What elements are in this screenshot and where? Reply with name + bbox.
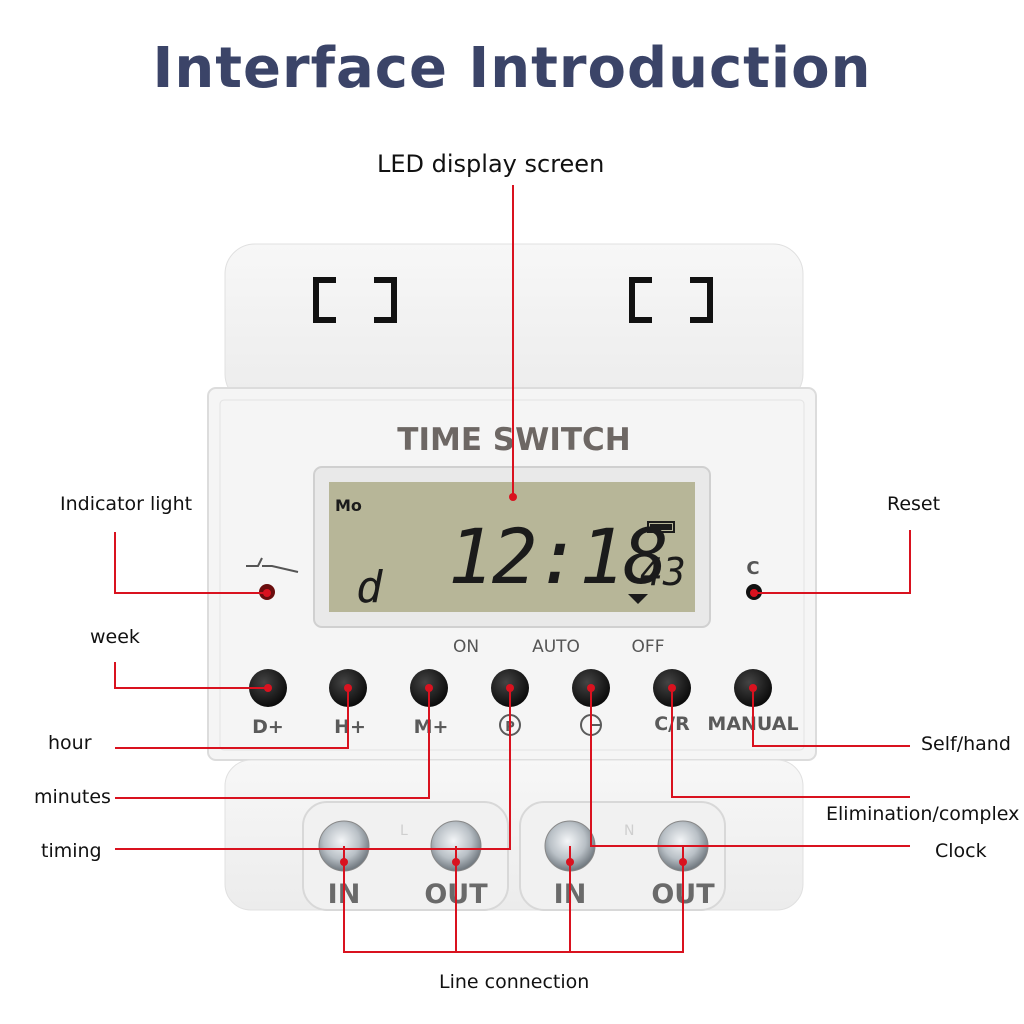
leader-minutes	[115, 688, 430, 799]
relay-icon	[246, 557, 299, 573]
leader-hour	[115, 688, 349, 749]
day-plus-label: D+	[252, 716, 284, 738]
callout-week: week	[90, 626, 140, 648]
mode-auto-label: AUTO	[532, 637, 580, 657]
arrow-down-icon	[628, 594, 648, 604]
leader-dots	[263, 493, 758, 866]
screw-terminals	[318, 820, 709, 872]
terminal-group-l: L	[400, 823, 408, 839]
callout-self-hand: Self/hand	[921, 733, 1011, 755]
callout-lcd: LED display screen	[377, 150, 605, 178]
reset-label: C	[746, 558, 759, 579]
callout-hour: hour	[48, 732, 92, 754]
callout-timing: timing	[41, 840, 102, 862]
leader-clock	[590, 688, 910, 847]
terminal-group-n: N	[624, 823, 634, 839]
leader-elimination	[671, 688, 910, 798]
mount-clip-right	[629, 277, 713, 323]
callout-indicator: Indicator light	[60, 493, 193, 515]
page-title: Interface Introduction	[152, 36, 872, 101]
lcd-seconds: 43	[640, 550, 686, 594]
leader-week	[114, 662, 268, 689]
mount-clip-left	[313, 277, 397, 323]
callout-line-connection: Line connection	[439, 971, 590, 993]
callout-elimination: Elimination/complex	[826, 803, 1020, 825]
leader-reset	[754, 530, 911, 594]
battery-icon	[647, 521, 675, 533]
leader-lines	[114, 185, 911, 953]
leader-indicator	[114, 532, 267, 594]
callout-clock: Clock	[935, 840, 987, 862]
callout-reset: Reset	[887, 493, 941, 515]
leader-self-hand	[752, 688, 910, 747]
minute-plus-label: M+	[414, 716, 449, 738]
leader-timing	[115, 688, 511, 850]
lcd-sub-indicator: d	[356, 562, 383, 613]
mode-on-label: ON	[453, 637, 479, 657]
mode-off-label: OFF	[632, 637, 665, 657]
lcd-screen	[329, 482, 695, 612]
lcd-time: 12:18	[448, 512, 667, 601]
lcd-day-code: Mo	[335, 496, 362, 515]
callout-minutes: minutes	[34, 786, 111, 808]
hour-plus-label: H+	[334, 716, 366, 738]
